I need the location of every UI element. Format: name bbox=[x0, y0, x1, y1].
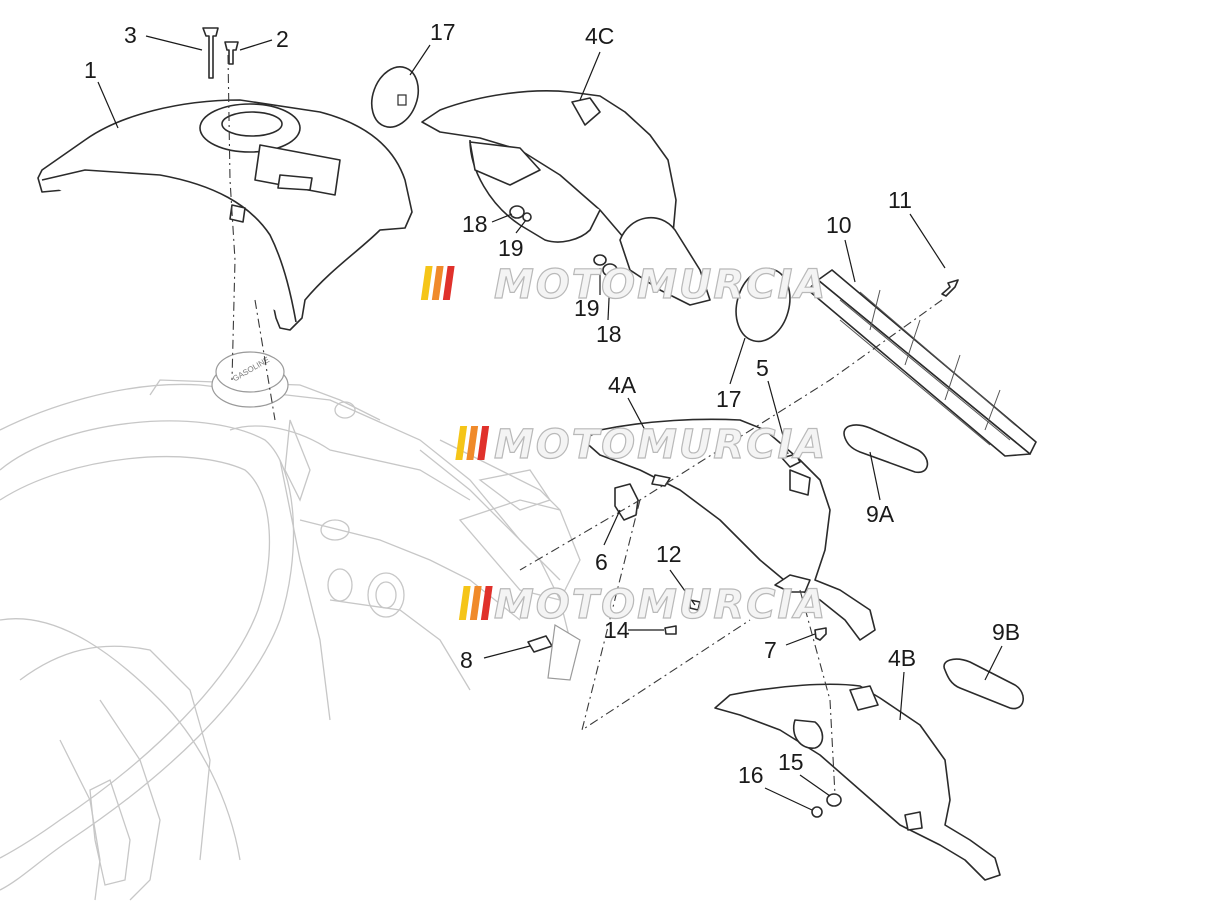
assembly-lines bbox=[227, 54, 943, 796]
label-part-8: 8 bbox=[460, 647, 473, 673]
watermark-stripe-orange bbox=[431, 266, 444, 300]
label-part-4c: 4C bbox=[585, 23, 614, 49]
label-part-1: 1 bbox=[84, 57, 97, 83]
watermark-stripe-orange bbox=[469, 586, 482, 620]
label-part-18-upper: 18 bbox=[462, 211, 488, 237]
watermark-stripe-orange bbox=[466, 426, 479, 460]
label-part-18-lower: 18 bbox=[596, 321, 622, 347]
part-10-plate-holder bbox=[807, 269, 1037, 457]
label-part-17-upper: 17 bbox=[430, 19, 456, 45]
part-1-top-cover bbox=[37, 99, 413, 331]
watermark-stripe-yellow bbox=[458, 586, 471, 620]
label-part-15: 15 bbox=[778, 749, 804, 775]
label-part-6: 6 bbox=[595, 549, 608, 575]
watermark-logo-1: MOTOMURCIA bbox=[420, 261, 827, 309]
label-part-7: 7 bbox=[764, 637, 777, 663]
part-4c-upper-mudguard bbox=[421, 90, 711, 306]
label-part-12: 12 bbox=[656, 541, 682, 567]
screw-5 bbox=[781, 453, 801, 468]
part-9a-reflector bbox=[843, 424, 929, 474]
label-part-9a: 9A bbox=[866, 501, 895, 527]
label-part-4a: 4A bbox=[608, 372, 637, 398]
watermark-stripe-red bbox=[477, 426, 490, 460]
label-part-11: 11 bbox=[888, 187, 912, 213]
label-part-3: 3 bbox=[124, 22, 137, 48]
label-part-16: 16 bbox=[738, 762, 764, 788]
watermark-stripe-yellow bbox=[420, 266, 433, 300]
label-part-5: 5 bbox=[756, 355, 769, 381]
washers-15-16 bbox=[811, 793, 842, 818]
part-17-disc-upper bbox=[370, 66, 420, 128]
screw-11 bbox=[941, 279, 959, 297]
leader-lines bbox=[97, 35, 1003, 811]
washers-18-19 bbox=[509, 205, 618, 277]
clip-8 bbox=[527, 624, 581, 681]
fuel-cap: GASOLINE bbox=[211, 351, 289, 408]
label-part-10: 10 bbox=[826, 212, 852, 238]
part-4a-mudguard bbox=[582, 418, 876, 641]
part-17-disc-lower bbox=[735, 267, 791, 343]
label-part-14: 14 bbox=[604, 617, 630, 643]
watermark-stripe-red bbox=[480, 586, 493, 620]
watermark-stripe-red bbox=[442, 266, 455, 300]
watermark-logo-2: MOTOMURCIA bbox=[455, 421, 827, 469]
part-9b-reflector bbox=[943, 658, 1024, 710]
label-part-9b: 9B bbox=[992, 619, 1020, 645]
screws-2-3 bbox=[202, 27, 239, 79]
screw-7 bbox=[814, 627, 827, 641]
label-part-2: 2 bbox=[276, 26, 289, 52]
label-part-19-lower: 19 bbox=[574, 295, 600, 321]
watermark-text: MOTOMURCIA bbox=[494, 262, 827, 308]
watermark-text: MOTOMURCIA bbox=[494, 582, 827, 628]
label-part-17-lower: 17 bbox=[716, 386, 742, 412]
label-part-4b: 4B bbox=[888, 645, 916, 671]
watermark-text: MOTOMURCIA bbox=[494, 422, 827, 468]
part-4b-mudguard bbox=[714, 683, 1001, 881]
scooter-frame-background bbox=[0, 379, 581, 901]
watermark-logo-3: MOTOMURCIA bbox=[458, 581, 827, 629]
watermark-stripe-yellow bbox=[455, 426, 468, 460]
label-part-19-upper: 19 bbox=[498, 235, 524, 261]
part-labels: 1 2 3 17 4C 18 19 19 18 10 11 17 5 4A 9A… bbox=[84, 19, 1020, 788]
